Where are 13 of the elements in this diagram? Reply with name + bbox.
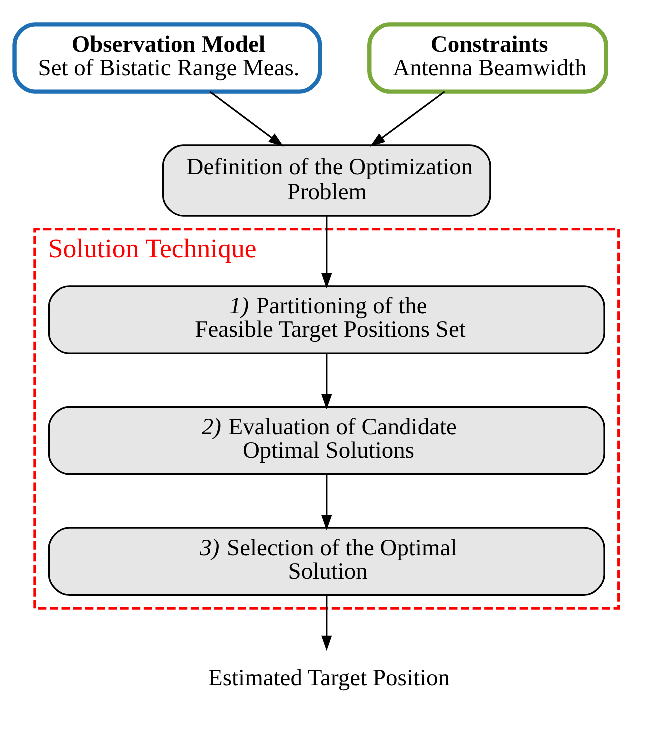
arrow xyxy=(210,91,284,147)
node-text: Estimated Target Position xyxy=(208,665,450,692)
node-box: Constraints Antenna Beamwidth xyxy=(368,22,608,94)
node-box: 1) Partitioning of the Feasible Target Positions Set xyxy=(48,286,606,354)
node-box: Definition of the Optimization Problem xyxy=(162,144,492,217)
arrow xyxy=(322,596,332,651)
node-box: 2) Evaluation of Candidate Optimal Solutions xyxy=(48,406,606,476)
arrow xyxy=(322,474,332,530)
node-box: Observation Model Set of Bistatic Range Meas. xyxy=(12,22,322,94)
arrow xyxy=(322,354,332,410)
arrow xyxy=(322,216,332,289)
arrow xyxy=(370,91,446,147)
node-box: 3) Selection of the Optimal Solution xyxy=(48,527,606,596)
